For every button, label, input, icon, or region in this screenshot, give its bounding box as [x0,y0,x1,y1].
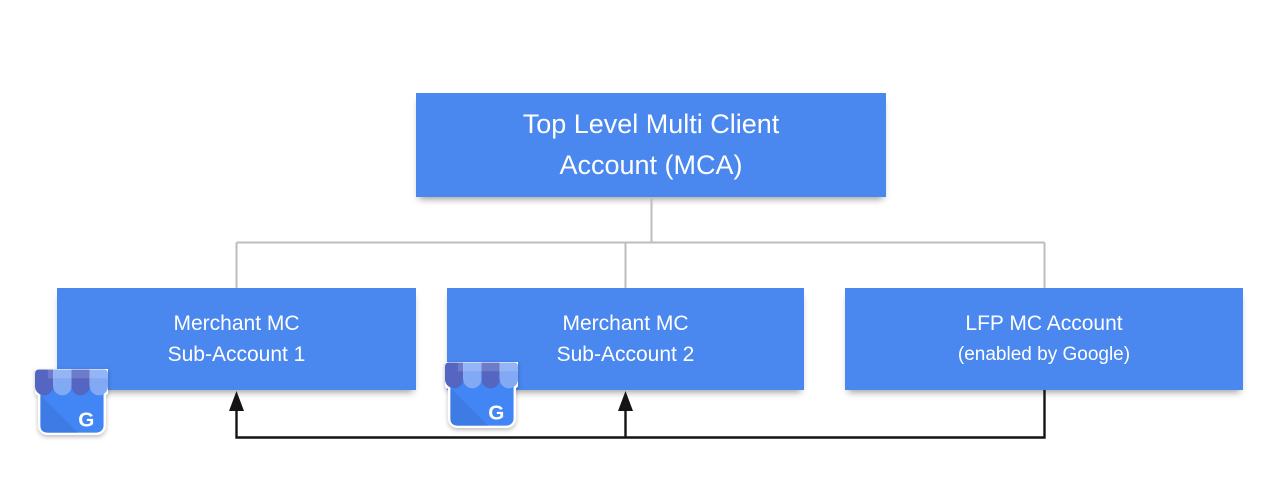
google-business-profile-icon: G [35,369,108,435]
lfp-account-label-line2: (enabled by Google) [957,344,1131,365]
tree-connector-lines [235,197,1046,288]
lfp-feed-lines [235,390,1046,439]
sub-account-2-label-line2: Sub-Account 2 [556,343,695,366]
top-mca-label-line1: Top Level Multi Client [522,109,780,139]
sub-account-1-label-line2: Sub-Account 1 [167,343,306,366]
arrowhead-to-sub-account-2-icon [618,391,633,411]
google-g-letter: G [488,402,504,425]
top-mca-label-line2: Account (MCA) [559,150,743,180]
sub-account-2-label-line1: Merchant MC [562,312,689,335]
awning-stripes [35,369,108,396]
google-g-letter: G [78,409,94,432]
lfp-account-label-line1: LFP MC Account [965,312,1123,335]
storefront-body-shade [450,388,488,426]
lfp-mc-account-box: LFP MC Account (enabled by Google) [845,288,1243,390]
awning-stripes [445,362,518,389]
merchant-sub-account-1-box: Merchant MC Sub-Account 1 [57,288,416,390]
google-business-profile-icon: G [445,362,518,428]
top-mca-box: Top Level Multi Client Account (MCA) [416,93,886,197]
sub-account-1-label-line1: Merchant MC [173,312,300,335]
arrowhead-to-sub-account-1-icon [229,391,244,411]
